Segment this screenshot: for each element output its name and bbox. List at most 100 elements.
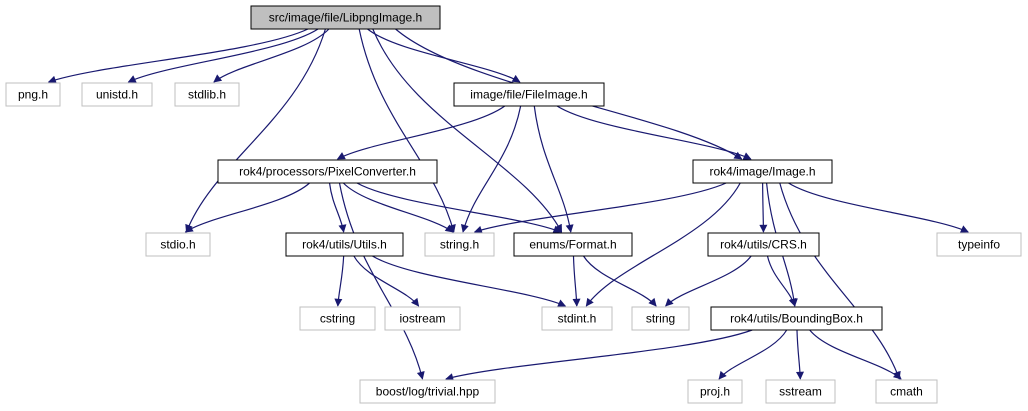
- node-stringh-label: string.h: [440, 238, 479, 252]
- node-format[interactable]: enums/Format.h: [513, 232, 633, 257]
- node-crs[interactable]: rok4/utils/CRS.h: [707, 232, 820, 257]
- node-stdlib: stdlib.h: [174, 82, 240, 107]
- edge-image-to-cmath: [779, 182, 901, 380]
- node-format-label: enums/Format.h: [529, 238, 616, 252]
- node-cstring-box: [299, 306, 376, 331]
- node-pixelconverter-label: rok4/processors/PixelConverter.h: [239, 165, 416, 179]
- node-sstream-label: sstream: [779, 385, 822, 399]
- node-stdint: stdint.h: [541, 306, 613, 331]
- node-cmath-label: cmath: [890, 385, 923, 399]
- edge-image-to-stdint: [585, 182, 741, 307]
- node-stdlib-label: stdlib.h: [188, 88, 226, 102]
- node-format-box: [513, 232, 633, 257]
- node-root-label: src/image/file/LibpngImage.h: [269, 11, 422, 25]
- node-boostlog-box: [359, 379, 496, 404]
- node-image[interactable]: rok4/image/Image.h: [692, 159, 833, 184]
- node-pixelconverter[interactable]: rok4/processors/PixelConverter.h: [217, 159, 438, 184]
- edge-image-to-typeinfo: [788, 182, 969, 233]
- node-cstring: cstring: [299, 306, 376, 331]
- node-utils[interactable]: rok4/utils/Utils.h: [285, 232, 404, 257]
- edge-boundingbox-to-proj: [718, 329, 788, 380]
- node-string-label: string: [646, 312, 675, 326]
- node-stringh: string.h: [424, 232, 495, 257]
- edge-root-to-png: [47, 28, 309, 84]
- node-boundingbox-box: [710, 306, 883, 331]
- node-unistd-label: unistd.h: [96, 88, 138, 102]
- edge-crs-to-string: [665, 255, 752, 307]
- node-typeinfo-label: typeinfo: [958, 238, 1000, 252]
- node-proj-label: proj.h: [700, 385, 730, 399]
- node-stdio: stdio.h: [145, 232, 211, 257]
- edge-root-to-stdlib: [213, 28, 330, 83]
- node-utils-label: rok4/utils/Utils.h: [302, 238, 387, 252]
- node-png: png.h: [5, 82, 61, 107]
- node-image-box: [692, 159, 833, 184]
- node-typeinfo: typeinfo: [936, 232, 1022, 257]
- node-fileimage[interactable]: image/file/FileImage.h: [453, 82, 605, 107]
- node-string: string: [631, 306, 690, 331]
- edge-pixelconverter-to-format: [356, 182, 562, 234]
- edge-fileimage-to-pixelconverter: [336, 105, 506, 160]
- node-crs-label: rok4/utils/CRS.h: [720, 238, 807, 252]
- node-cmath-box: [875, 379, 938, 404]
- node-proj: proj.h: [687, 379, 743, 404]
- node-fileimage-label: image/file/FileImage.h: [470, 88, 587, 102]
- edge-root-to-fileimage: [367, 28, 521, 83]
- edge-root-to-stdio: [185, 28, 326, 233]
- edge-format-to-string: [582, 255, 657, 307]
- node-stdio-label: stdio.h: [160, 238, 195, 252]
- edge-fileimage-to-stringh: [460, 105, 522, 233]
- node-unistd-box: [81, 82, 153, 107]
- node-stdio-box: [145, 232, 211, 257]
- edge-utils-to-cstring: [334, 255, 345, 307]
- edges-layer: [47, 28, 969, 381]
- nodes-layer: src/image/file/LibpngImage.h png.h unistd.…: [5, 5, 1022, 404]
- node-cstring-label: cstring: [320, 312, 355, 326]
- node-boostlog-label: boost/log/trivial.hpp: [376, 385, 480, 399]
- node-png-box: [5, 82, 61, 107]
- node-pixelconverter-box: [217, 159, 438, 184]
- edge-utils-to-stdint: [372, 255, 567, 307]
- node-iostream-box: [384, 306, 461, 331]
- node-iostream-label: iostream: [399, 312, 445, 326]
- edge-pixelconverter-to-stringh: [342, 182, 454, 233]
- node-unistd: unistd.h: [81, 82, 153, 107]
- edge-format-to-stdint: [572, 255, 581, 307]
- node-boostlog: boost/log/trivial.hpp: [359, 379, 496, 404]
- node-utils-box: [285, 232, 404, 257]
- edge-boundingbox-to-boostlog: [445, 329, 753, 381]
- node-stringh-box: [424, 232, 495, 257]
- node-crs-box: [707, 232, 820, 257]
- node-stdlib-box: [174, 82, 240, 107]
- node-stdint-box: [541, 306, 613, 331]
- edge-utils-to-iostream: [353, 255, 420, 307]
- edge-pixelconverter-to-boostlog: [338, 182, 425, 380]
- edge-root-to-format: [372, 28, 563, 233]
- node-sstream: sstream: [765, 379, 836, 404]
- node-image-label: rok4/image/Image.h: [709, 165, 815, 179]
- edge-fileimage-to-format: [533, 105, 574, 233]
- edge-boundingbox-to-sstream: [796, 329, 805, 380]
- node-cmath: cmath: [875, 379, 938, 404]
- edge-root-to-unistd: [127, 28, 319, 83]
- edge-fileimage-to-image: [556, 105, 752, 160]
- edge-pixelconverter-to-utils: [328, 182, 347, 233]
- node-root[interactable]: src/image/file/LibpngImage.h: [250, 5, 441, 30]
- node-boundingbox[interactable]: rok4/utils/BoundingBox.h: [710, 306, 883, 331]
- node-stdint-label: stdint.h: [558, 312, 597, 326]
- edge-boundingbox-to-cmath: [809, 329, 902, 380]
- node-sstream-box: [765, 379, 836, 404]
- edge-image-to-stringh: [473, 182, 727, 234]
- edge-image-to-crs: [759, 182, 768, 233]
- edge-crs-to-boundingbox: [766, 255, 797, 307]
- node-fileimage-box: [453, 82, 605, 107]
- node-proj-box: [687, 379, 743, 404]
- node-string-box: [631, 306, 690, 331]
- node-png-label: png.h: [18, 88, 48, 102]
- node-iostream: iostream: [384, 306, 461, 331]
- node-typeinfo-box: [936, 232, 1022, 257]
- node-boundingbox-label: rok4/utils/BoundingBox.h: [730, 312, 863, 326]
- edge-pixelconverter-to-stdio: [184, 182, 310, 233]
- node-root-box: [250, 5, 441, 30]
